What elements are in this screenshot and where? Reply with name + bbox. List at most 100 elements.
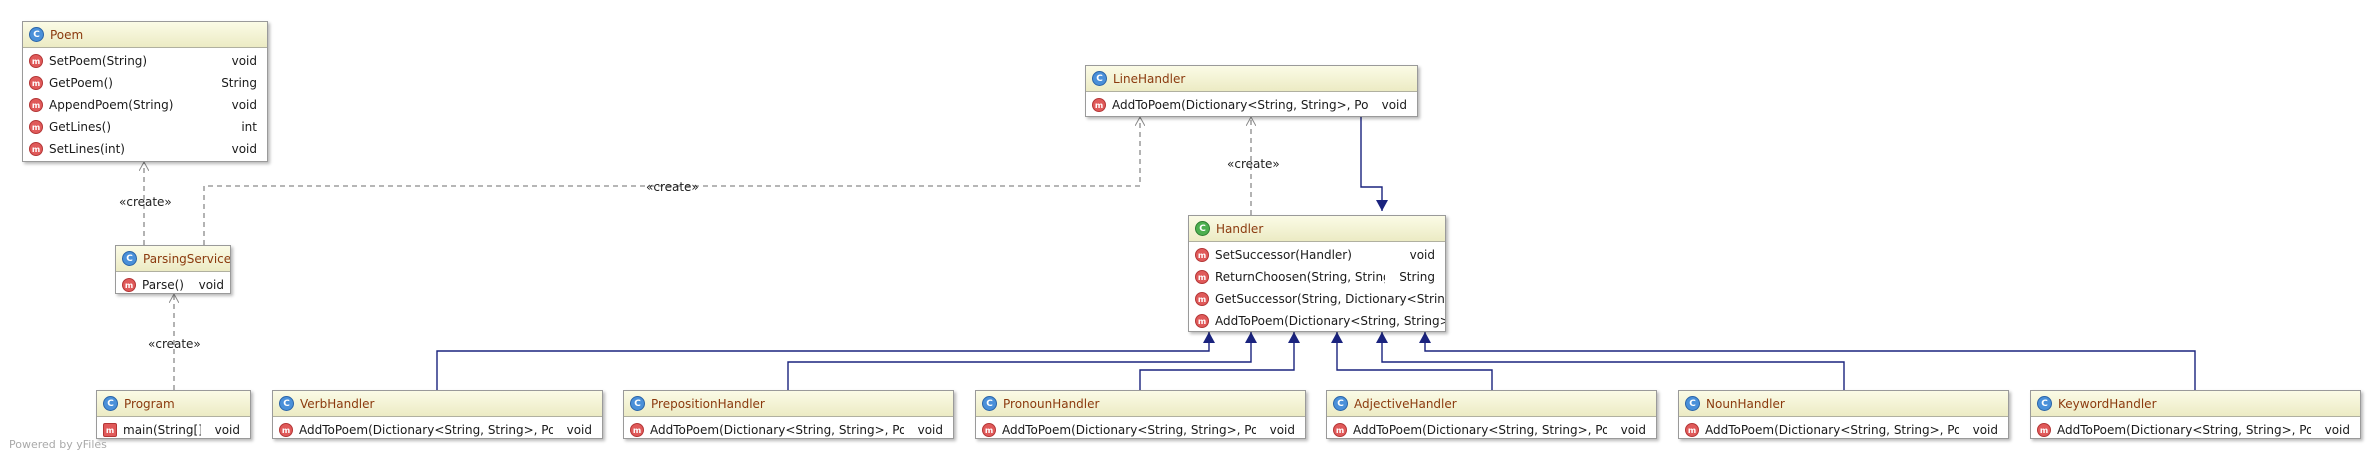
method-name: AddToPoem(Dictionary<String, String>, Po… [650, 423, 904, 437]
class-node-nounhandler[interactable]: C NounHandler m AddToPoem(Dictionary<Stri… [1678, 390, 2009, 439]
edge-nounhandler-handler [1376, 332, 1845, 390]
method-list: m AddToPoem(Dictionary<String, String>, P… [624, 417, 953, 438]
class-header: C LineHandler [1086, 66, 1417, 92]
method-list: m AddToPoem(Dictionary<String, String>, P… [1679, 417, 2008, 438]
class-header: C VerbHandler [273, 391, 602, 417]
dependency-edges [144, 117, 1251, 390]
method-return-type: void [214, 423, 240, 437]
method-item[interactable]: m GetSuccessor(String, Dictionary<String,… [1189, 288, 1445, 310]
method-name: AppendPoem(String) [49, 98, 174, 112]
method-name: SetLines(int) [49, 142, 125, 156]
method-name: AddToPoem(Dictionary<String, String>, Po… [1002, 423, 1256, 437]
method-name: AddToPoem(Dictionary<String, String>, Po… [1112, 98, 1368, 112]
method-item[interactable]: m AddToPoem(Dictionary<String, String>, P… [624, 419, 953, 438]
method-return-type: void [1381, 98, 1407, 112]
method-item[interactable]: m SetPoem(String) void [23, 50, 267, 72]
method-icon: m [29, 54, 43, 68]
method-name: GetLines() [49, 120, 112, 134]
edge-verbhandler-handler [436, 332, 1215, 390]
method-name: AddToPoem(Dictionary<String, String>, Po… [1705, 423, 1959, 437]
method-icon: m [2037, 423, 2051, 437]
class-name: ParsingService [143, 251, 231, 266]
edge-adjectivehandler-handler [1331, 332, 1493, 390]
method-return-type: void [231, 98, 257, 112]
class-icon: C [29, 27, 44, 42]
method-return-type: void [1972, 423, 1998, 437]
class-node-prepositionhandler[interactable]: C PrepositionHandler m AddToPoem(Dictiona… [623, 390, 954, 439]
method-icon: m [1195, 248, 1209, 262]
class-name: KeywordHandler [2058, 396, 2157, 411]
method-name: GetSuccessor(String, Dictionary<String, … [1215, 292, 1445, 306]
method-return-type: void [231, 142, 257, 156]
method-name: SetPoem(String) [49, 54, 148, 68]
method-icon: m [630, 423, 644, 437]
main-class-icon: C [103, 396, 118, 411]
class-icon: C [1685, 396, 1700, 411]
method-icon: m [29, 98, 43, 112]
method-return-type: String [1399, 270, 1435, 284]
create-label-handler: «create» [1227, 157, 1280, 171]
class-icon: C [982, 396, 997, 411]
method-name: Parse() [142, 278, 184, 292]
method-item[interactable]: m SetSuccessor(Handler) void [1189, 244, 1445, 266]
class-header: C Handler [1189, 216, 1445, 242]
method-item[interactable]: m Parse() void [116, 274, 230, 293]
method-icon: m [1195, 292, 1209, 306]
inheritance-edges [436, 117, 2196, 390]
edge-keywordhandler-handler [1419, 332, 2196, 390]
method-return-type: void [566, 423, 592, 437]
class-name: PrepositionHandler [651, 396, 765, 411]
create-label-parsingservice: «create» [148, 337, 201, 351]
method-item[interactable]: m AddToPoem(Dictionary<String, String>, P… [1679, 419, 2008, 438]
method-icon: m [122, 278, 136, 292]
method-name: SetSuccessor(Handler) [1215, 248, 1352, 262]
edge-linehandler-handler [1360, 117, 1388, 211]
class-header: C Poem [23, 22, 267, 48]
method-return-type: void [2324, 423, 2350, 437]
class-header: C PronounHandler [976, 391, 1305, 417]
class-name: NounHandler [1706, 396, 1785, 411]
method-icon: m [1685, 423, 1699, 437]
class-icon: C [1333, 396, 1348, 411]
method-icon: m [1333, 423, 1347, 437]
method-return-type: int [241, 120, 257, 134]
class-icon: C [2037, 396, 2052, 411]
method-return-type: void [198, 278, 224, 292]
method-icon: m [1195, 270, 1209, 284]
method-name: GetPoem() [49, 76, 113, 90]
watermark: Powered by yFiles [9, 438, 107, 451]
class-header: C PrepositionHandler [624, 391, 953, 417]
method-return-type: void [1409, 248, 1435, 262]
method-item[interactable]: m AppendPoem(String) void [23, 94, 267, 116]
class-header: C KeywordHandler [2031, 391, 2360, 417]
method-return-type: void [231, 54, 257, 68]
class-icon: C [279, 396, 294, 411]
method-return-type: void [1620, 423, 1646, 437]
class-name: PronounHandler [1003, 396, 1100, 411]
edge-parsingservice-create-linehandler [203, 117, 1140, 245]
